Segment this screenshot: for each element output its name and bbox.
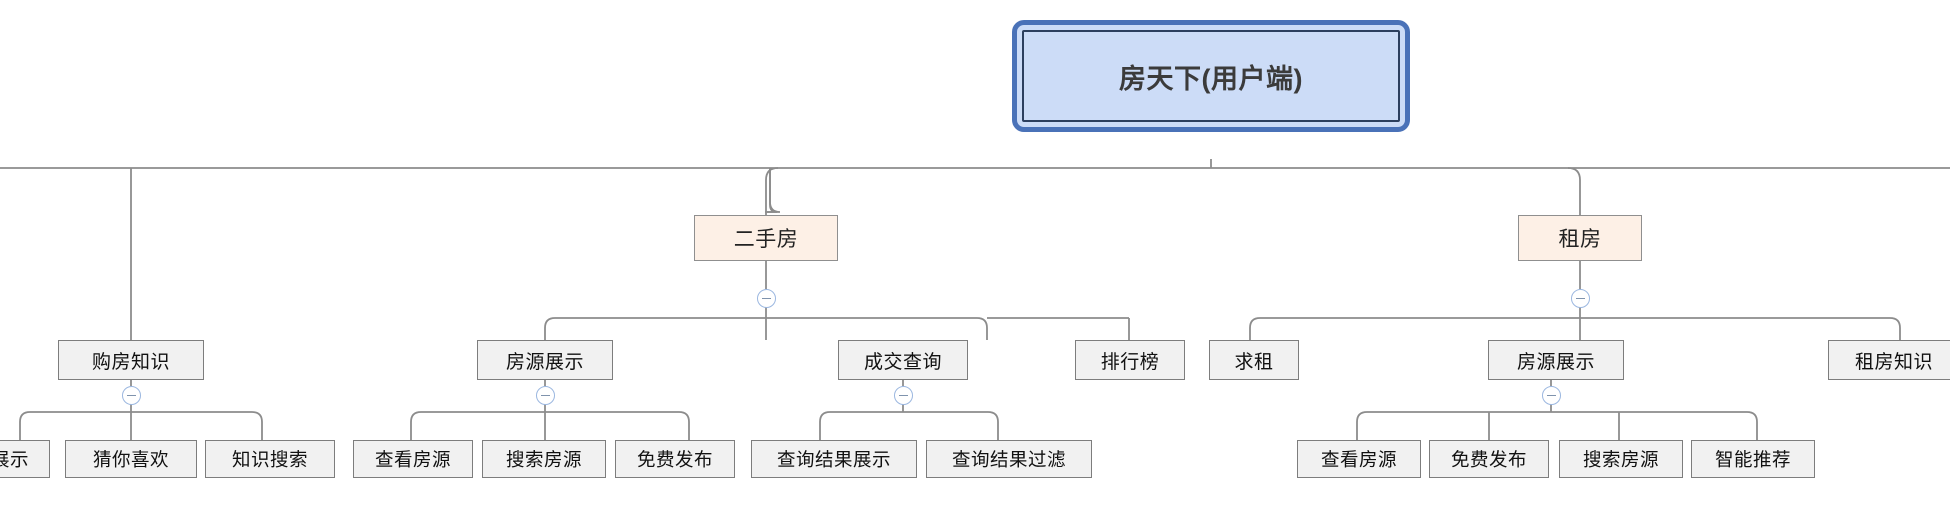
node-求租[interactable]: 求租: [1209, 340, 1299, 380]
minus-icon: [1576, 297, 1585, 300]
node-成交查询[interactable]: 成交查询: [838, 340, 968, 380]
minus-icon: [127, 394, 136, 397]
node-智能推荐[interactable]: 智能推荐: [1691, 440, 1815, 478]
minus-icon: [762, 297, 771, 300]
node-排行榜[interactable]: 排行榜: [1075, 340, 1185, 380]
node-免费发布-二手房[interactable]: 免费发布: [615, 440, 735, 478]
node-租房知识[interactable]: 租房知识: [1828, 340, 1950, 380]
collapse-toggle-房源展示-租房[interactable]: [1542, 386, 1561, 405]
node-查询结果展示[interactable]: 查询结果展示: [751, 440, 917, 478]
collapse-toggle-租房[interactable]: [1571, 289, 1590, 308]
minus-icon: [1547, 394, 1556, 397]
root-node-房天下用户端[interactable]: 房天下(用户端): [1022, 30, 1400, 122]
node-知识搜索[interactable]: 知识搜索: [205, 440, 335, 478]
node-查询结果过滤[interactable]: 查询结果过滤: [926, 440, 1092, 478]
node-二手房[interactable]: 二手房: [694, 215, 838, 261]
node-免费发布-租房[interactable]: 免费发布: [1429, 440, 1549, 478]
minus-icon: [899, 394, 908, 397]
node-知识展示[interactable]: 展示: [0, 440, 50, 478]
node-房源展示-租房[interactable]: 房源展示: [1488, 340, 1624, 380]
minus-icon: [541, 394, 550, 397]
node-搜索房源-二手房[interactable]: 搜索房源: [482, 440, 606, 478]
node-房源展示-二手房[interactable]: 房源展示: [477, 340, 613, 380]
node-购房知识[interactable]: 购房知识: [58, 340, 204, 380]
collapse-toggle-房源展示-二手房[interactable]: [536, 386, 555, 405]
collapse-toggle-成交查询[interactable]: [894, 386, 913, 405]
node-租房[interactable]: 租房: [1518, 215, 1642, 261]
collapse-toggle-二手房[interactable]: [757, 289, 776, 308]
collapse-toggle-购房知识[interactable]: [122, 386, 141, 405]
node-搜索房源-租房[interactable]: 搜索房源: [1559, 440, 1683, 478]
node-查看房源-租房[interactable]: 查看房源: [1297, 440, 1421, 478]
node-猜你喜欢[interactable]: 猜你喜欢: [65, 440, 197, 478]
node-查看房源-二手房[interactable]: 查看房源: [353, 440, 473, 478]
